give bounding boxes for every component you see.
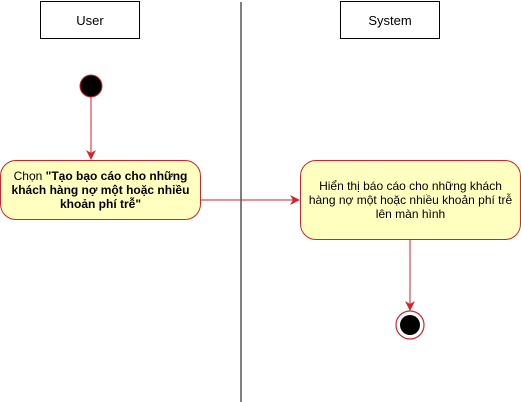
lane-header-user: User — [40, 1, 140, 39]
lane-header-system-label: System — [368, 12, 412, 28]
action-display-report: Hiển thị báo cáo cho những khách hàng nợ… — [300, 160, 521, 240]
action-select-report-quoted: "Tạo bạo cáo cho những khách hàng nợ một… — [11, 169, 190, 211]
action-select-report: Chọn "Tạo bạo cáo cho những khách hàng n… — [0, 160, 201, 220]
lane-header-user-label: User — [76, 12, 104, 28]
lane-header-system: System — [340, 1, 440, 39]
action-display-report-text: Hiển thị báo cáo cho những khách hàng nợ… — [308, 179, 513, 221]
action-select-report-text: Chọn "Tạo bạo cáo cho những khách hàng n… — [5, 169, 196, 211]
final-node-icon — [395, 310, 425, 340]
initial-node-icon — [79, 74, 103, 98]
action-select-report-prefix: Chọn — [13, 169, 46, 183]
